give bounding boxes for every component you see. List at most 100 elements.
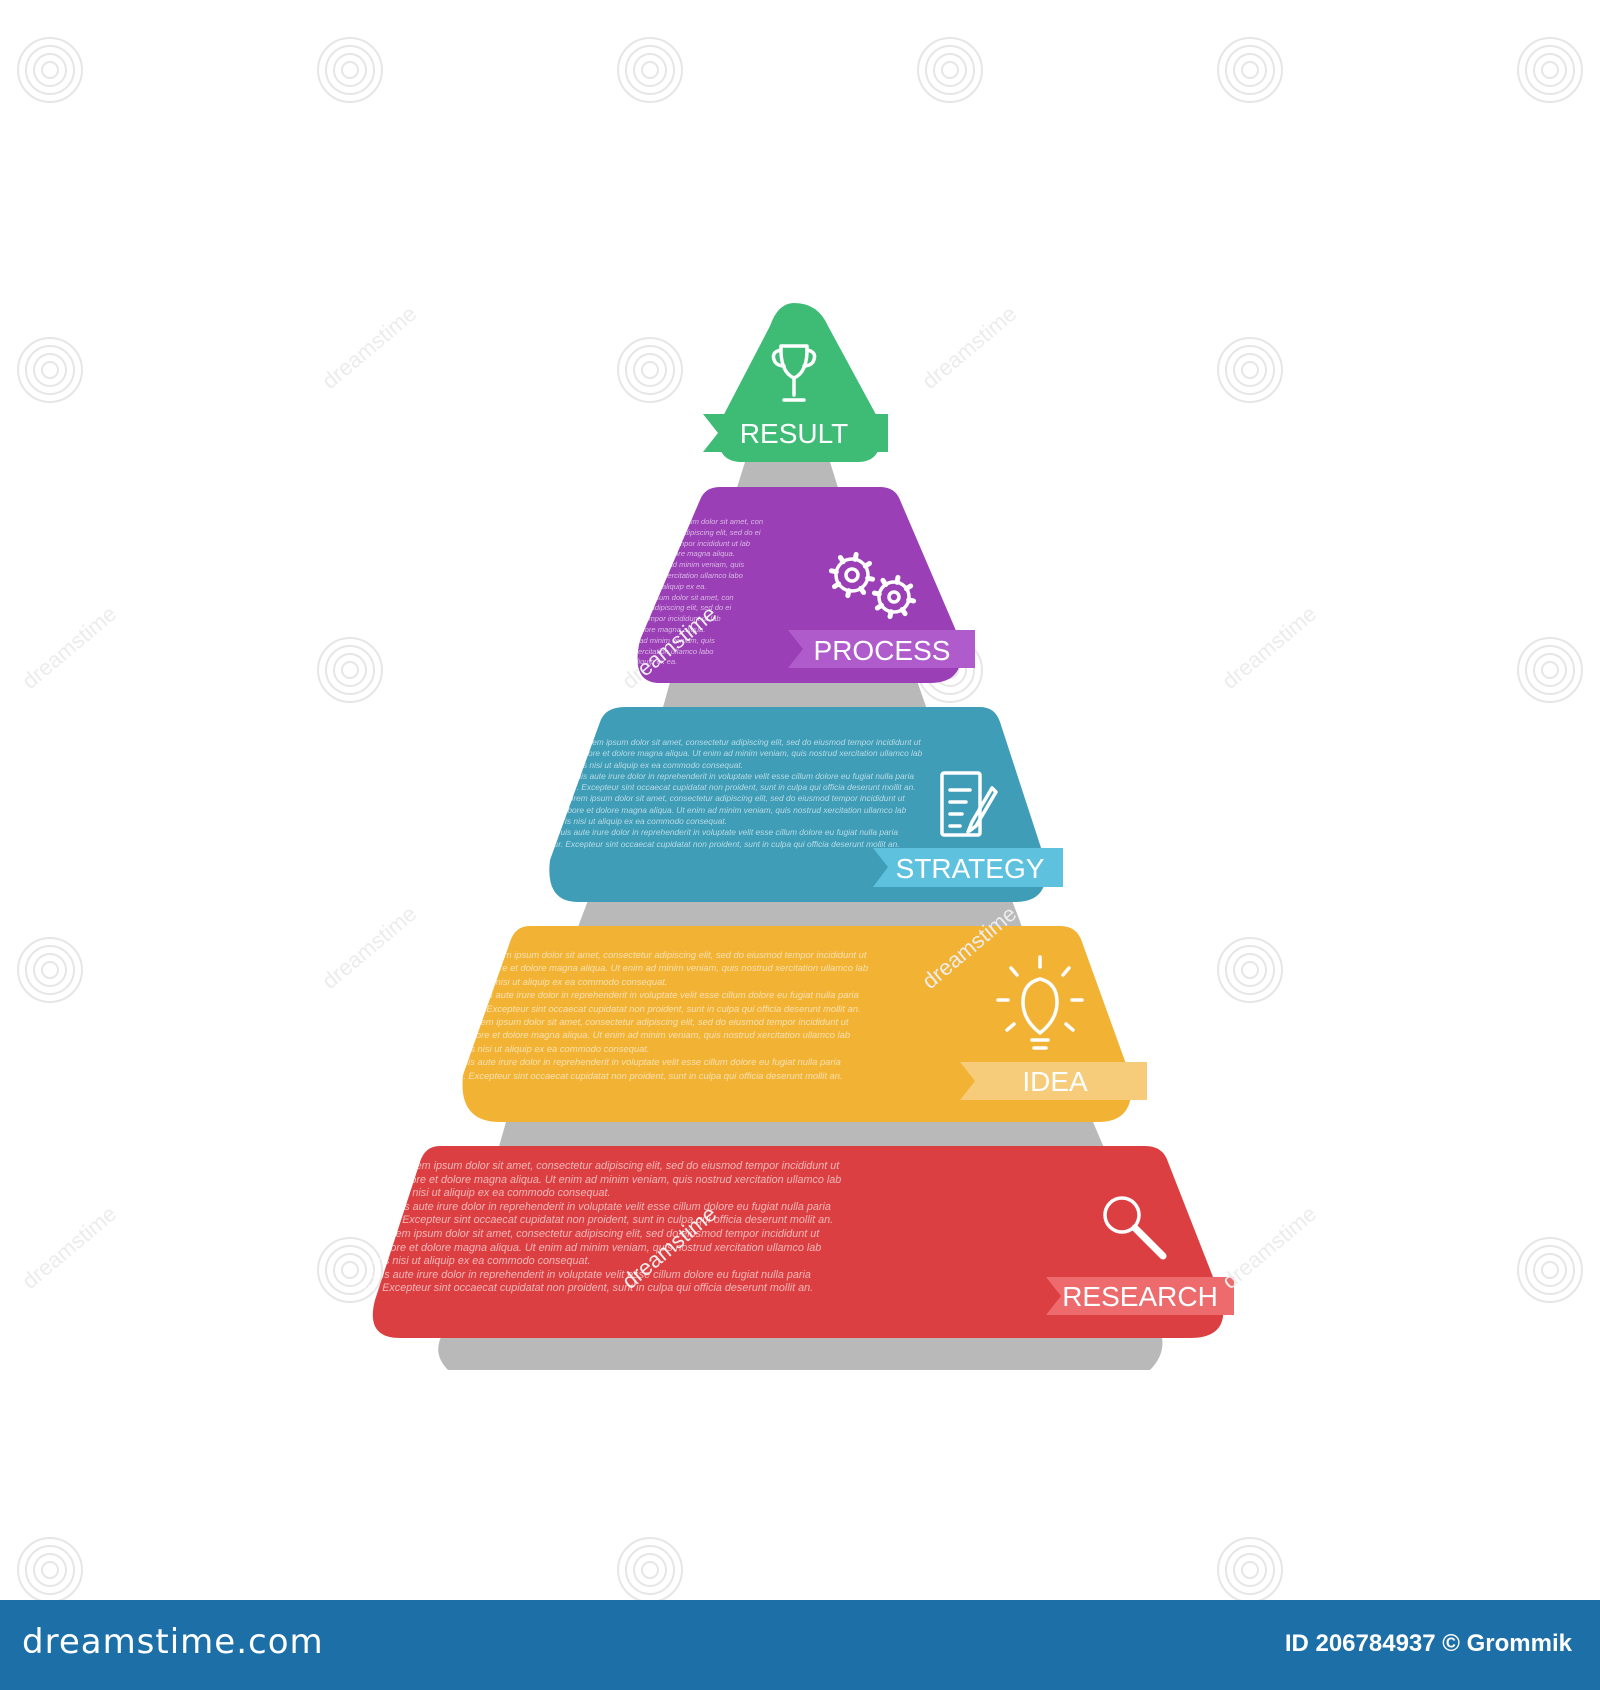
- footer-logo[interactable]: dreamstime.com: [22, 1622, 324, 1662]
- watermark-ring: [1233, 53, 1267, 87]
- watermark-ring: [1517, 37, 1583, 103]
- bulb-ray: [1064, 1022, 1075, 1032]
- watermark-spiral: [617, 337, 683, 403]
- paragraph-line: ris nisi ut aliquip ex ea.: [629, 581, 707, 591]
- paragraph-line: no strud xercitation ullamco labo: [634, 570, 743, 580]
- watermark-ring: [25, 45, 75, 95]
- paragraph-line: Duis aute irure dolor in reprehenderit i…: [570, 770, 914, 781]
- watermark-ring: [617, 337, 683, 403]
- paragraph-line: oris nisi ut aliquip ex ea commodo conse…: [477, 975, 668, 987]
- paragraph-line: tur. Excepteur sint occaecat cupidatat n…: [452, 1069, 843, 1081]
- watermark-ring: [325, 1245, 375, 1295]
- ribbon-result: RESULT: [703, 414, 888, 452]
- ribbon-band: [960, 1062, 1147, 1100]
- trophy-icon: [771, 344, 817, 402]
- watermark-ring: [1533, 1253, 1567, 1287]
- gear-tooth: [837, 554, 846, 565]
- paragraph-line: Lorem ipsum dolor sit amet, consectetur …: [380, 1227, 820, 1240]
- paragraph-strategy: Lorem ipsum dolor sit amet, consectetur …: [548, 737, 922, 850]
- watermark-ring: [333, 653, 367, 687]
- footer-credit: ID 206784937 © Grommik: [1284, 1630, 1572, 1657]
- watermark-ring: [917, 37, 983, 103]
- paragraph-line: Ut en im ad minim veniam, quis: [638, 560, 745, 570]
- watermark-ring: [617, 37, 683, 103]
- watermark-spiral: [317, 1237, 383, 1303]
- watermark-spiral: [1217, 937, 1283, 1003]
- paragraph-line: Lorem ipsum dolor sit amet, con: [625, 592, 734, 602]
- ribbon-band: [703, 414, 888, 452]
- magnifier-handle: [1131, 1224, 1167, 1260]
- paragraph-research: Lorem ipsum dolor sit amet, consectetur …: [360, 1160, 841, 1296]
- watermark-ring: [633, 1553, 667, 1587]
- watermark-ring: [33, 353, 67, 387]
- watermark-ring: [1533, 53, 1567, 87]
- ribbon-label-idea: IDEA: [1022, 1066, 1088, 1097]
- bulb-glass: [1021, 977, 1059, 1035]
- paragraph-line: ris nisi ut aliquip ex ea.: [600, 657, 678, 667]
- watermark-spiral: [617, 37, 683, 103]
- watermark-ring: [41, 361, 59, 379]
- gear-tooth: [858, 585, 867, 596]
- watermark-ring: [1217, 1537, 1283, 1603]
- watermark-ring: [1541, 1261, 1559, 1279]
- paragraph-line: tur. Excepteur sint occaecat cupidatat n…: [470, 1002, 861, 1014]
- gear-tooth: [899, 607, 908, 617]
- watermark-text: dreamstime: [317, 301, 421, 394]
- paragraph-line: labore et dolore magna aliqua. Ut enim a…: [560, 804, 907, 815]
- watermark-ring: [1225, 345, 1275, 395]
- paragraph-line: oris nisi ut aliquip ex ea commodo conse…: [372, 1255, 591, 1268]
- watermark-ring: [633, 353, 667, 387]
- watermark-ring: [1241, 961, 1259, 979]
- ribbon-label-strategy: STRATEGY: [896, 853, 1045, 884]
- paragraph-line: labore et dolore magna aliqua. Ut enim a…: [576, 748, 923, 759]
- paragraph-line: Lorem ipsum dolor sit amet, con: [655, 517, 764, 526]
- watermark-ring: [1541, 661, 1559, 679]
- watermark-text: dreamstime: [17, 1201, 121, 1294]
- paragraph-line: Duis aute irure dolor in reprehenderit i…: [388, 1200, 831, 1213]
- ribbon-strategy: STRATEGY: [873, 848, 1063, 887]
- watermark-ring: [641, 61, 659, 79]
- watermark-ring: [17, 937, 83, 1003]
- shadow-block-strategy: [575, 895, 1025, 935]
- magnifier-icon: [1103, 1196, 1167, 1260]
- gear-large-hub: [844, 567, 860, 583]
- watermark-spiral: [17, 337, 83, 403]
- document-pen-icon: [940, 771, 998, 837]
- watermark-text: dreamstime: [1217, 601, 1321, 694]
- watermark-ring: [1517, 637, 1583, 703]
- watermark-ring: [41, 1561, 59, 1579]
- watermark-spiral: [1517, 37, 1583, 103]
- ribbon-band: [788, 630, 975, 668]
- gear-teeth: [828, 551, 917, 620]
- watermark-ring: [941, 61, 959, 79]
- watermark-ring: [1517, 1237, 1583, 1303]
- paragraph-line: Lorem ipsum dolor sit amet, consectetur …: [564, 793, 905, 804]
- watermark-text: dreamstime: [17, 601, 121, 694]
- magnifier-lens: [1103, 1196, 1141, 1234]
- watermark-spiral: [17, 1537, 83, 1603]
- gear-small-hub: [887, 590, 901, 604]
- watermark-ring: [1525, 645, 1575, 695]
- bulb-ray: [1005, 1022, 1016, 1032]
- watermark-ring: [341, 661, 359, 679]
- watermark-ring: [641, 1561, 659, 1579]
- watermark-spiral: [1217, 337, 1283, 403]
- watermark-ring: [41, 961, 59, 979]
- watermark-ring: [1217, 937, 1283, 1003]
- watermark-spiral: [1517, 637, 1583, 703]
- ribbon-band: [873, 848, 1063, 887]
- gear-large: [834, 557, 870, 593]
- ribbon-research: RESEARCH: [1046, 1277, 1234, 1315]
- watermark-spiral: [17, 37, 83, 103]
- watermark-ring: [1241, 61, 1259, 79]
- watermark-ring: [633, 53, 667, 87]
- paragraph-line: ore et dolore magna aliqua.: [613, 624, 706, 634]
- ribbon-label-process: PROCESS: [814, 635, 951, 666]
- watermark-ring: [325, 45, 375, 95]
- watermark-ring: [33, 1553, 67, 1587]
- gear-tooth: [906, 597, 917, 604]
- watermark-ring: [1541, 61, 1559, 79]
- watermark-text: dreamstime: [317, 901, 421, 994]
- lightbulb-icon: [996, 955, 1084, 1050]
- gear-tooth: [862, 560, 873, 569]
